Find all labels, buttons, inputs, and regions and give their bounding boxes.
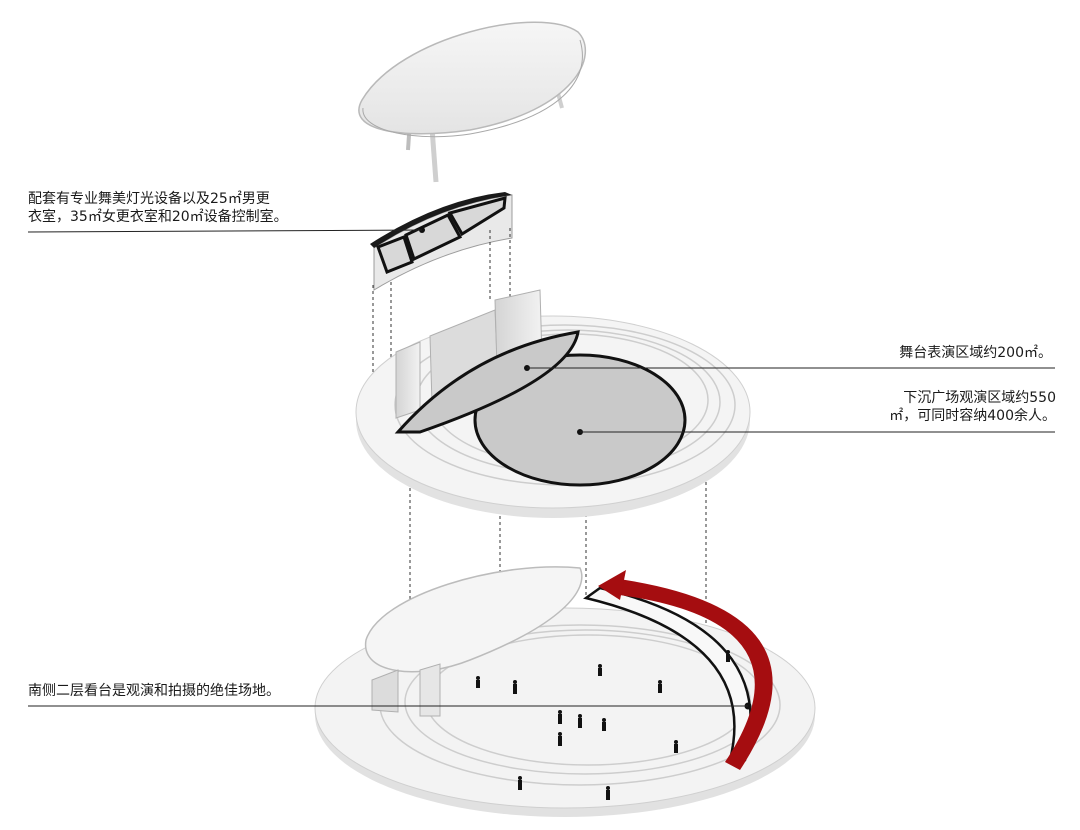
annotation-stage-area-line1: 舞台表演区域约200㎡。 — [899, 345, 1052, 361]
annotation-sunken-plaza: 下沉广场观演区域约550 ㎡，可同时容纳400余人。 — [889, 389, 1056, 425]
annotation-south-stands: 南侧二层看台是观演和拍摄的绝佳场地。 — [28, 682, 280, 700]
annotation-sunken-plaza-line1: 下沉广场观演区域约550 — [903, 390, 1056, 406]
annotation-stage-area: 舞台表演区域约200㎡。 — [899, 344, 1052, 362]
dressing-rooms-block — [370, 192, 513, 291]
annotation-south-stands-line1: 南侧二层看台是观演和拍摄的绝佳场地。 — [28, 683, 280, 699]
leader-lines — [27, 229, 1055, 707]
annotation-dressing-rooms-line2: 衣室，35㎡女更衣室和20㎡设备控制室。 — [28, 209, 288, 225]
annotation-sunken-plaza-line2: ㎡，可同时容纳400余人。 — [889, 408, 1056, 424]
annotation-dressing-rooms-line1: 配套有专业舞美灯光设备以及25㎡男更 — [28, 191, 270, 207]
canopy-roof — [358, 21, 587, 183]
stage-platform — [355, 289, 751, 518]
annotation-dressing-rooms: 配套有专业舞美灯光设备以及25㎡男更 衣室，35㎡女更衣室和20㎡设备控制室。 — [28, 190, 288, 226]
people-figures — [476, 650, 730, 800]
lower-plaza — [314, 566, 816, 817]
